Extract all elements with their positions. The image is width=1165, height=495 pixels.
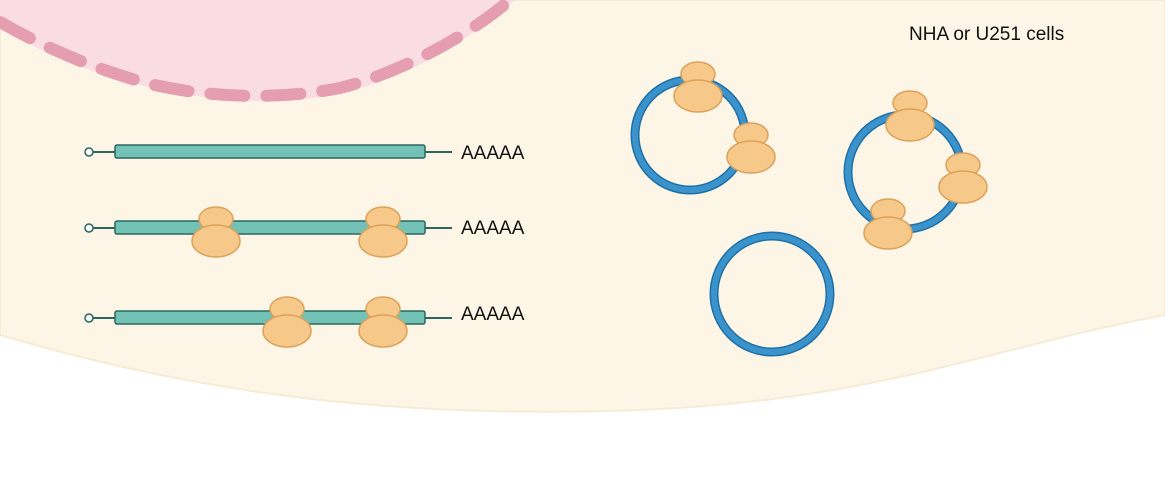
circular-rna (843, 90, 988, 250)
polya-tail-label: AAAAA (461, 143, 525, 164)
circular-rna (709, 231, 835, 357)
five-prime-cap (84, 147, 94, 157)
cell-label: NHA or U251 cells (909, 24, 1064, 45)
nuclear-envelope (0, 0, 516, 102)
mrna-row: AAAAA (84, 206, 525, 258)
five-prime-cap (84, 223, 94, 233)
five-prime-cap (84, 313, 94, 323)
mrna-row: AAAAA (84, 296, 525, 348)
polya-tail-label: AAAAA (461, 304, 525, 325)
mrna-row: AAAAA (84, 143, 525, 164)
mrna-strand (114, 144, 426, 159)
nucleus (0, 0, 516, 102)
circular-rna (630, 61, 776, 195)
polya-tail-label: AAAAA (461, 218, 525, 239)
